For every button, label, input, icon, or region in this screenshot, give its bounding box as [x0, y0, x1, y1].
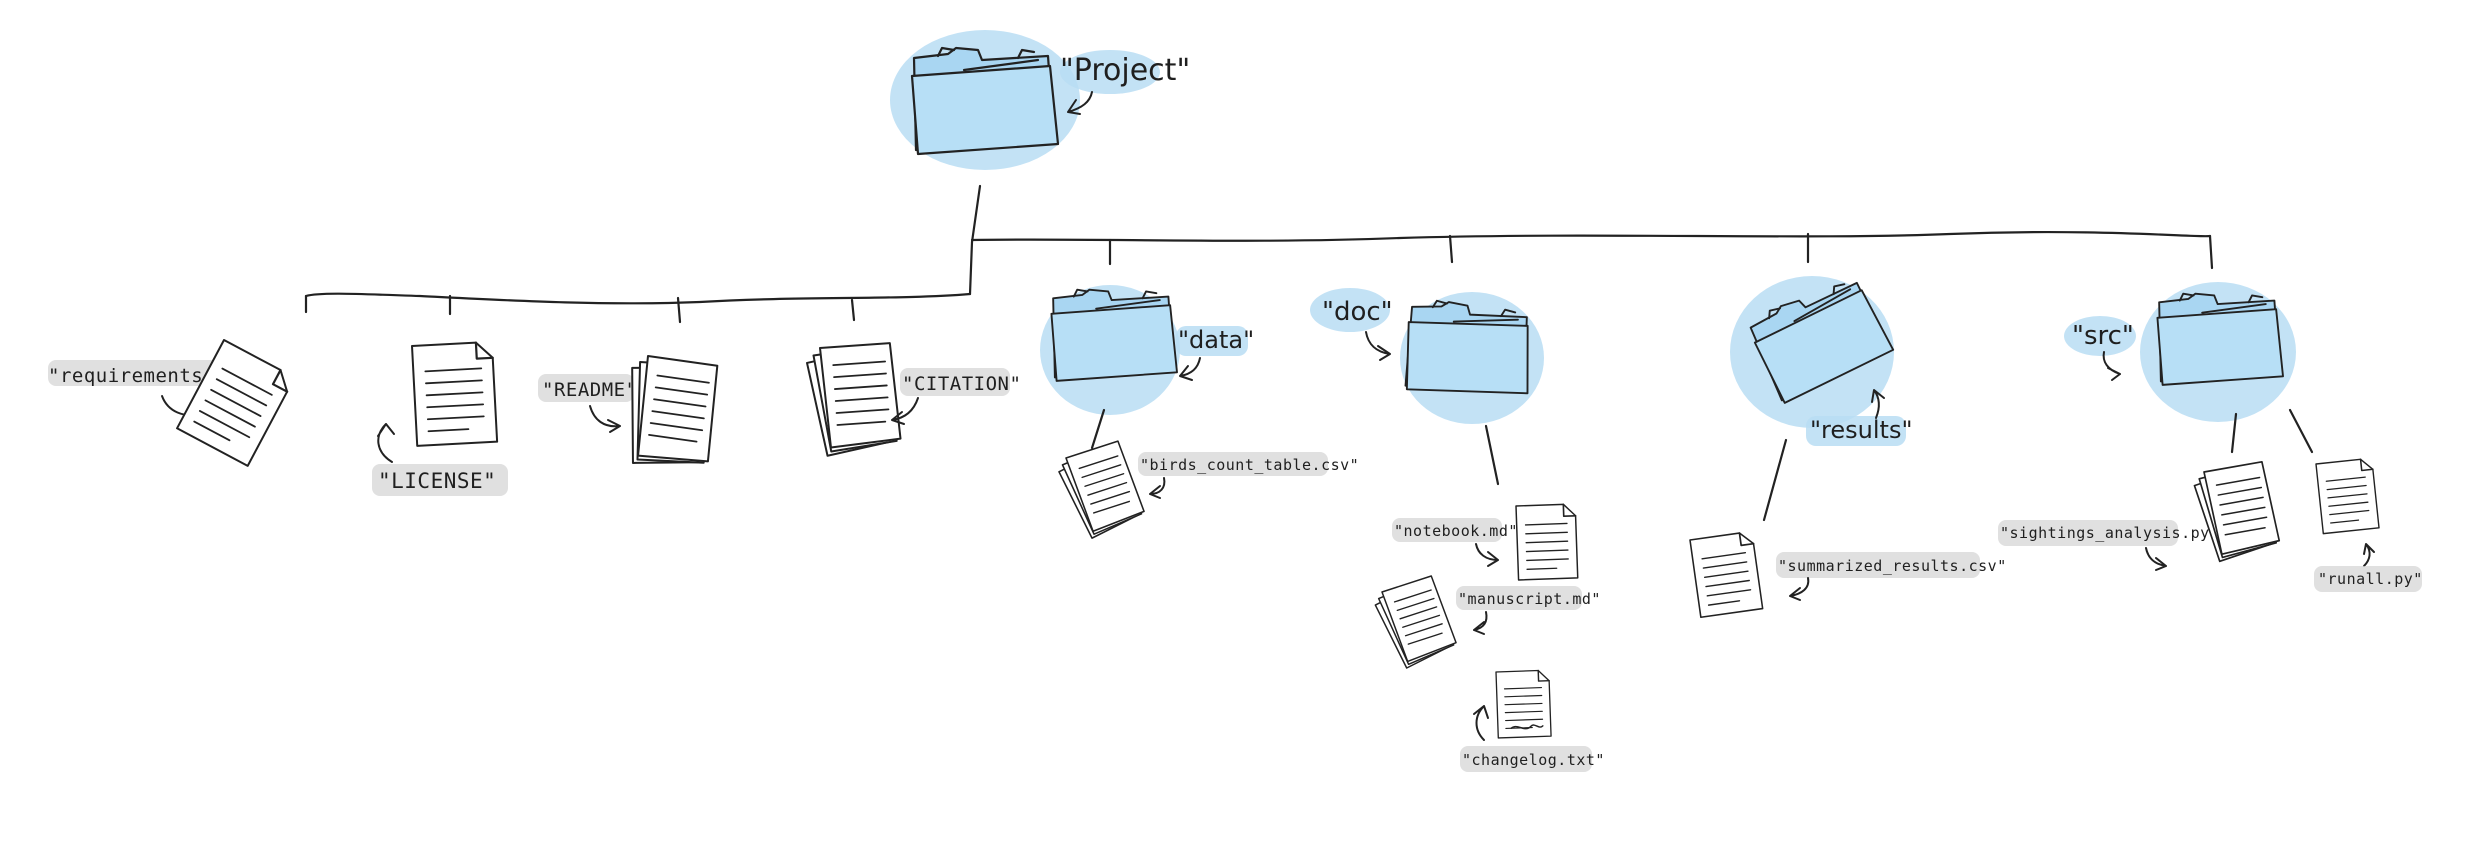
document-icon: [1689, 530, 1764, 619]
results-folder: "results" "summarized_results.csv": [1689, 272, 2007, 619]
notebook-arrow: [1475, 543, 1499, 567]
summarized-results-arrow: [1789, 577, 1810, 601]
doc-folder: "doc" "notebook.md" "manuscript.md" "cha…: [1310, 288, 1605, 772]
license-label: "LICENSE": [378, 469, 496, 493]
document-stack-icon: [805, 341, 903, 458]
readme-label: "README": [542, 379, 638, 401]
data-folder: "data" "birds_count_table.csv": [1040, 285, 1359, 543]
summarized-results-label: "summarized_results.csv": [1778, 557, 2007, 575]
readme-arrow: [589, 405, 621, 433]
changelog-arrow: [1473, 705, 1489, 741]
results-label: "results": [1810, 416, 1912, 444]
birds-count-label: "birds_count_table.csv": [1140, 456, 1359, 474]
src-arrow: [2102, 351, 2121, 381]
document-icon: [1515, 503, 1579, 581]
document-icon: [175, 338, 296, 467]
folder-icon: [1050, 288, 1178, 382]
license-arrow: [377, 423, 395, 463]
readme-file: "README": [538, 353, 723, 475]
document-stack-icon: [1054, 439, 1148, 543]
folder-icon: [2156, 292, 2284, 386]
document-icon: [2315, 457, 2380, 535]
sightings-arrow: [2145, 547, 2167, 571]
citation-file: "CITATION": [805, 341, 1021, 458]
doc-label: "doc": [1322, 297, 1393, 327]
document-icon: [1495, 669, 1552, 739]
runall-label: "runall.py": [2318, 570, 2423, 588]
manuscript-label: "manuscript.md": [1458, 590, 1601, 608]
runall-arrow: [2363, 543, 2375, 567]
sightings-label: "sightings_analysis.py": [2000, 524, 2219, 542]
birds-count-arrow: [1149, 477, 1166, 499]
src-label: "src": [2072, 321, 2134, 351]
data-label: "data": [1178, 326, 1254, 354]
license-file: "LICENSE": [372, 340, 508, 496]
tree-connectors: [304, 184, 2214, 324]
data-arrow: [1179, 357, 1201, 381]
results-arrow: [1871, 389, 1885, 419]
document-icon: [410, 340, 499, 447]
folder-icon: [910, 46, 1060, 156]
requirements-file: "requirements.txt": [48, 338, 296, 467]
src-folder: "src" "sightings_analysis.py" "runall.py…: [1998, 282, 2423, 592]
project-label: "Project": [1060, 53, 1190, 88]
changelog-label: "changelog.txt": [1462, 751, 1605, 769]
citation-arrow: [891, 397, 919, 425]
document-stack-icon: [618, 353, 723, 475]
document-stack-icon: [1371, 574, 1460, 672]
doc-arrow: [1365, 331, 1391, 361]
notebook-label: "notebook.md": [1394, 522, 1518, 540]
manuscript-arrow: [1473, 611, 1488, 635]
project-arrow: [1067, 91, 1093, 115]
document-stack-icon: [2191, 460, 2282, 565]
project-folder: "Project": [890, 30, 1190, 170]
citation-label: "CITATION": [902, 373, 1021, 395]
